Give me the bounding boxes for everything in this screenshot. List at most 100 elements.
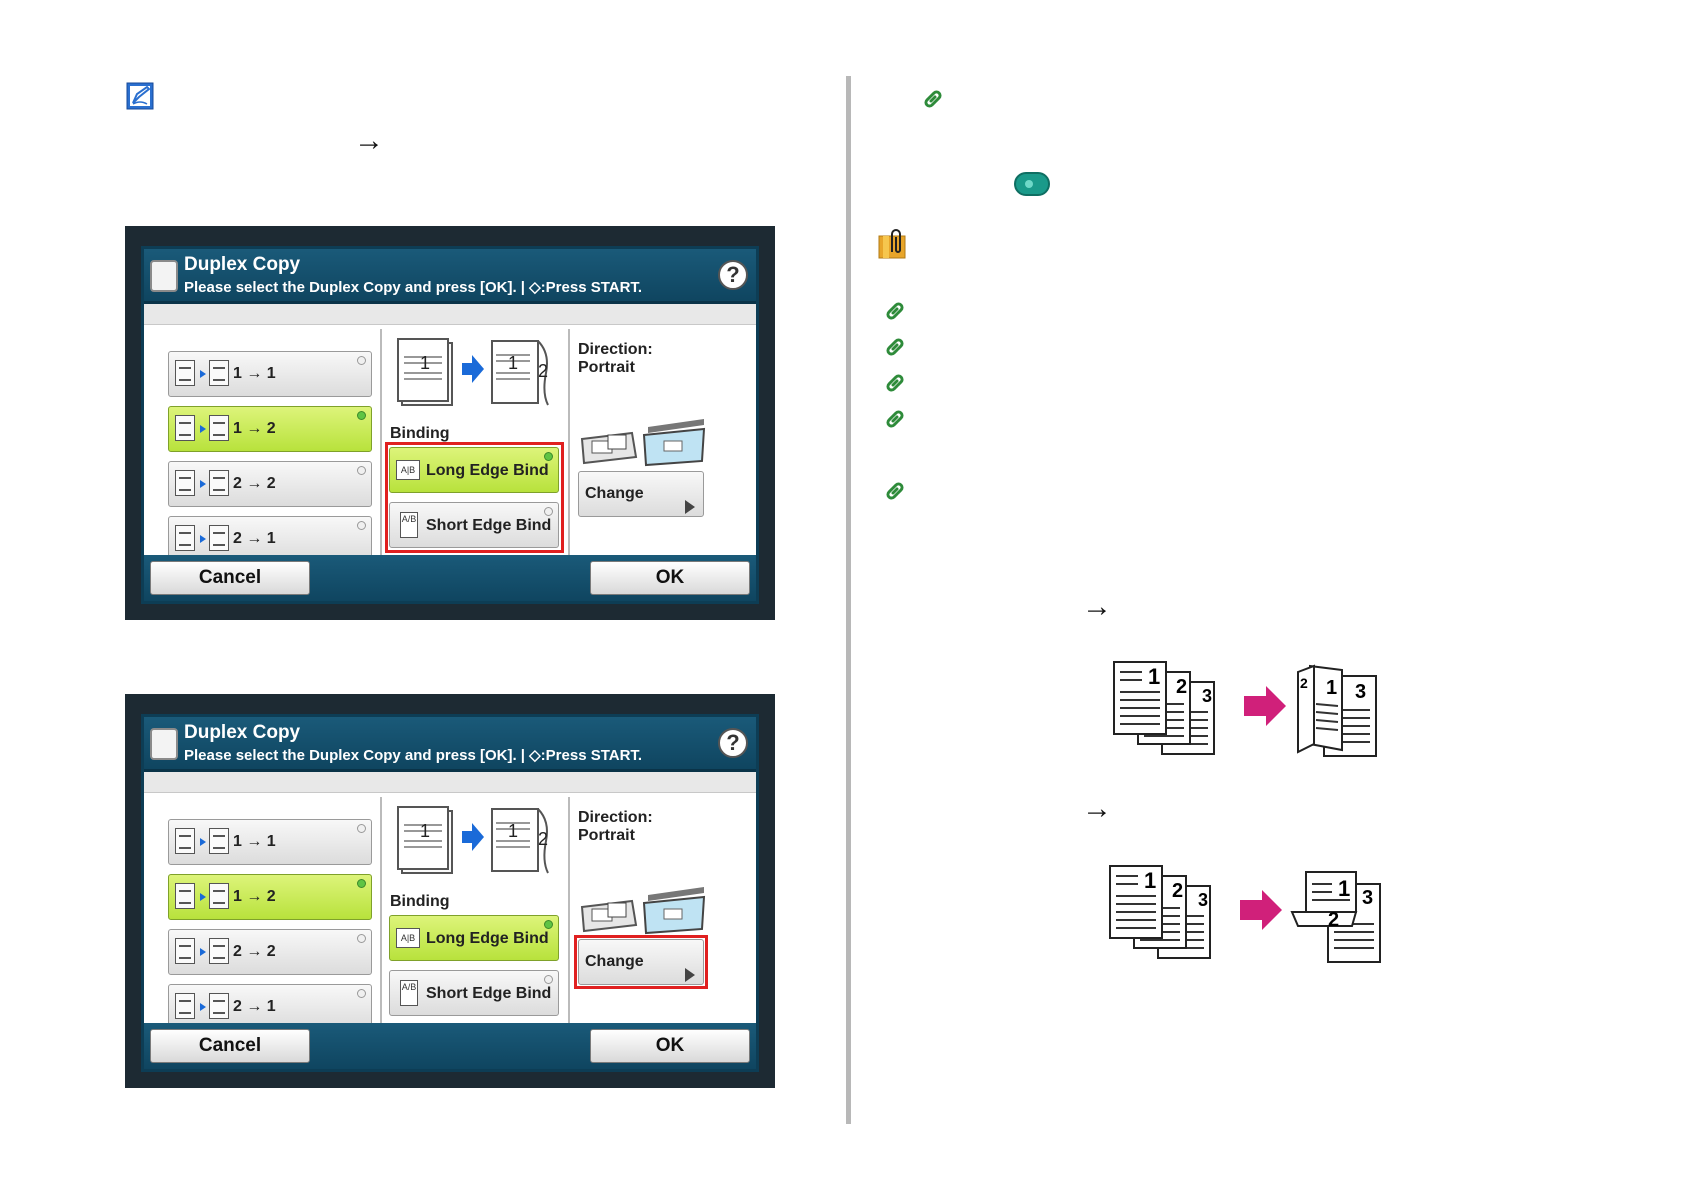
right-arrow-icon xyxy=(200,480,206,488)
preview-page-number: 2 xyxy=(538,361,548,381)
step-arrow: → xyxy=(1082,792,1112,825)
cancel-button[interactable]: Cancel xyxy=(150,561,310,595)
link-icon[interactable] xyxy=(884,480,906,502)
preview-page-number: 1 xyxy=(420,821,430,841)
cancel-button[interactable]: Cancel xyxy=(150,1029,310,1063)
change-label: Change xyxy=(585,485,644,502)
binding-label: Binding xyxy=(390,425,450,442)
right-arrow-icon xyxy=(200,838,206,846)
preview-page-number: 1 xyxy=(508,353,518,373)
change-direction-button[interactable]: Change xyxy=(578,471,704,517)
orientation-scanner-icon xyxy=(580,419,706,467)
output-page-icon xyxy=(209,360,229,386)
page-number: 2 xyxy=(1172,880,1183,902)
mode-button[interactable]: 2 → 1 xyxy=(168,516,372,562)
help-button[interactable]: ? xyxy=(718,260,748,290)
preview-page-number: 1 xyxy=(420,353,430,373)
link-icon[interactable] xyxy=(884,336,906,358)
mode-button[interactable]: 2 → 2 xyxy=(168,929,372,975)
mode-label: 2 → 2 xyxy=(233,943,276,960)
source-page-icon xyxy=(175,525,195,551)
source-page-icon xyxy=(175,993,195,1019)
right-arrow-icon xyxy=(200,370,206,378)
mode-label: 1 → 1 xyxy=(233,833,276,850)
mode-button[interactable]: 1 → 1 xyxy=(168,351,372,397)
right-arrow-icon xyxy=(200,1003,206,1011)
mode-button[interactable]: 1 → 2 xyxy=(168,874,372,920)
step-arrow: → xyxy=(1082,590,1112,623)
help-button[interactable]: ? xyxy=(718,728,748,758)
panel-footer: Cancel OK xyxy=(144,1023,756,1069)
panel-footer: Cancel OK xyxy=(144,555,756,601)
long-edge-bind-label: Long Edge Bind xyxy=(426,462,549,479)
page-number: 3 xyxy=(1198,890,1208,910)
direction-title: Direction: xyxy=(578,809,653,826)
output-page-icon xyxy=(209,883,229,909)
page-number: 2 xyxy=(1328,909,1339,931)
panel-title: Duplex Copy xyxy=(184,254,301,275)
memo-icon xyxy=(126,82,154,110)
duplex-copy-icon xyxy=(150,728,178,760)
play-triangle-icon xyxy=(685,968,695,982)
output-page-icon xyxy=(209,470,229,496)
preview-page-number: 1 xyxy=(508,821,518,841)
column-separator xyxy=(568,329,570,561)
link-icon[interactable] xyxy=(922,88,944,110)
mode-button[interactable]: 2 → 2 xyxy=(168,461,372,507)
source-page-icon xyxy=(175,938,195,964)
selection-led-icon xyxy=(357,411,366,420)
output-page-icon xyxy=(209,525,229,551)
direction-label: Direction:Portrait xyxy=(578,809,653,845)
change-direction-button[interactable]: Change xyxy=(578,939,704,985)
right-arrow-icon xyxy=(200,948,206,956)
selection-led-icon xyxy=(544,507,553,516)
short-edge-bind-icon: A/B xyxy=(400,512,418,538)
mode-label: 1 → 2 xyxy=(233,420,276,437)
page-number: 2 xyxy=(1300,675,1308,691)
mode-button[interactable]: 1 → 1 xyxy=(168,819,372,865)
panel-title: Duplex Copy xyxy=(184,722,301,743)
link-icon[interactable] xyxy=(884,300,906,322)
mode-label: 2 → 2 xyxy=(233,475,276,492)
short-edge-bind-icon: A/B xyxy=(400,980,418,1006)
long-edge-illustration: 3 2 1 3 1 2 xyxy=(1110,660,1400,770)
subheader-strip xyxy=(144,304,756,325)
panel-instruction: Please select the Duplex Copy and press … xyxy=(184,279,643,296)
right-arrow-icon xyxy=(200,425,206,433)
source-page-icon xyxy=(175,415,195,441)
link-icon[interactable] xyxy=(884,408,906,430)
source-page-icon xyxy=(175,470,195,496)
source-page-icon xyxy=(175,360,195,386)
panel-instruction: Please select the Duplex Copy and press … xyxy=(184,747,643,764)
mode-label: 1 → 1 xyxy=(233,365,276,382)
mode-button[interactable]: 1 → 2 xyxy=(168,406,372,452)
page-number: 3 xyxy=(1362,887,1373,909)
step-arrow: → xyxy=(354,124,384,157)
ok-button[interactable]: OK xyxy=(590,1029,750,1063)
page-number: 3 xyxy=(1355,681,1366,703)
subheader-strip xyxy=(144,772,756,793)
right-arrow-icon xyxy=(200,535,206,543)
selection-led-icon xyxy=(544,920,553,929)
short-edge-bind-label: Short Edge Bind xyxy=(426,517,552,534)
right-arrow-icon xyxy=(200,893,206,901)
short-edge-bind-button[interactable]: A/B Short Edge Bind xyxy=(389,502,559,548)
page-number: 2 xyxy=(1176,676,1187,698)
output-page-icon xyxy=(209,828,229,854)
output-page-icon xyxy=(209,415,229,441)
duplex-copy-icon xyxy=(150,260,178,292)
ok-button[interactable]: OK xyxy=(590,561,750,595)
link-icon[interactable] xyxy=(884,372,906,394)
column-divider xyxy=(846,76,851,1124)
direction-value: Portrait xyxy=(578,827,635,844)
